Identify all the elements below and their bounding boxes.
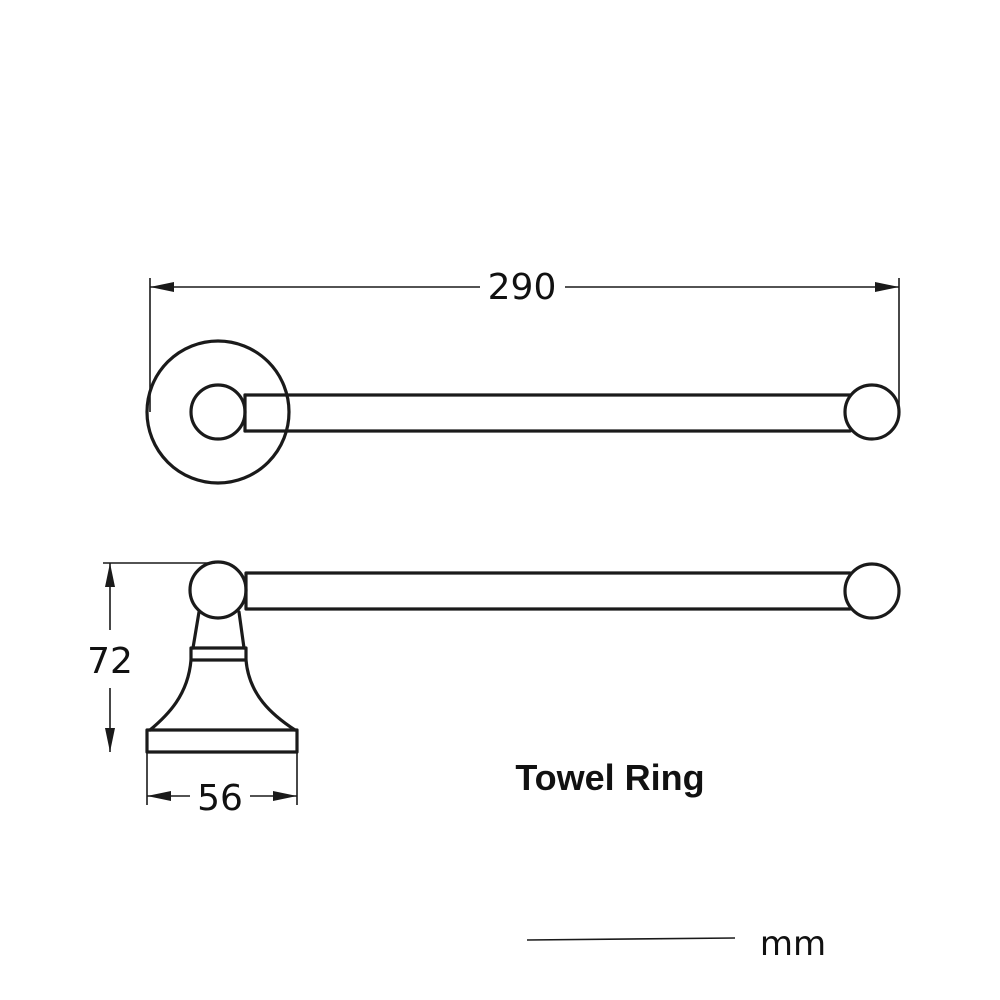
dimension-base-width-label: 56 (197, 778, 243, 819)
side-view-end-knob (843, 562, 901, 620)
drawing-caption: Towel Ring (515, 757, 704, 798)
side-view (145, 560, 901, 754)
side-view-neck (191, 610, 246, 650)
dimension-length-arrow-right (875, 282, 899, 292)
dimension-height-arrow-bottom (105, 728, 115, 752)
top-view-bar (243, 393, 852, 433)
unit-indicator-line (526, 937, 736, 941)
dimension-height-arrow-top (105, 563, 115, 587)
side-view-base-plate (145, 728, 299, 754)
top-view (145, 339, 901, 485)
side-view-post-ball (188, 560, 248, 620)
side-view-collar (189, 646, 248, 662)
dimension-length-arrow-left (150, 282, 174, 292)
unit-label: mm (760, 924, 826, 964)
dimension-base-width: 56 (146, 752, 298, 819)
dimension-length: 290 (149, 267, 900, 412)
side-view-flare (148, 658, 297, 732)
dimension-length-label: 290 (488, 267, 557, 308)
dimension-height: 72 (87, 562, 215, 752)
unit-indicator: mm (526, 924, 826, 964)
dimension-height-label: 72 (87, 641, 133, 682)
dimension-base-width-arrow-left (147, 791, 171, 801)
side-view-bar (244, 571, 852, 611)
top-view-post (189, 383, 247, 441)
dimension-base-width-arrow-right (273, 791, 297, 801)
top-view-rosette (145, 339, 291, 485)
top-view-end-knob (843, 383, 901, 441)
